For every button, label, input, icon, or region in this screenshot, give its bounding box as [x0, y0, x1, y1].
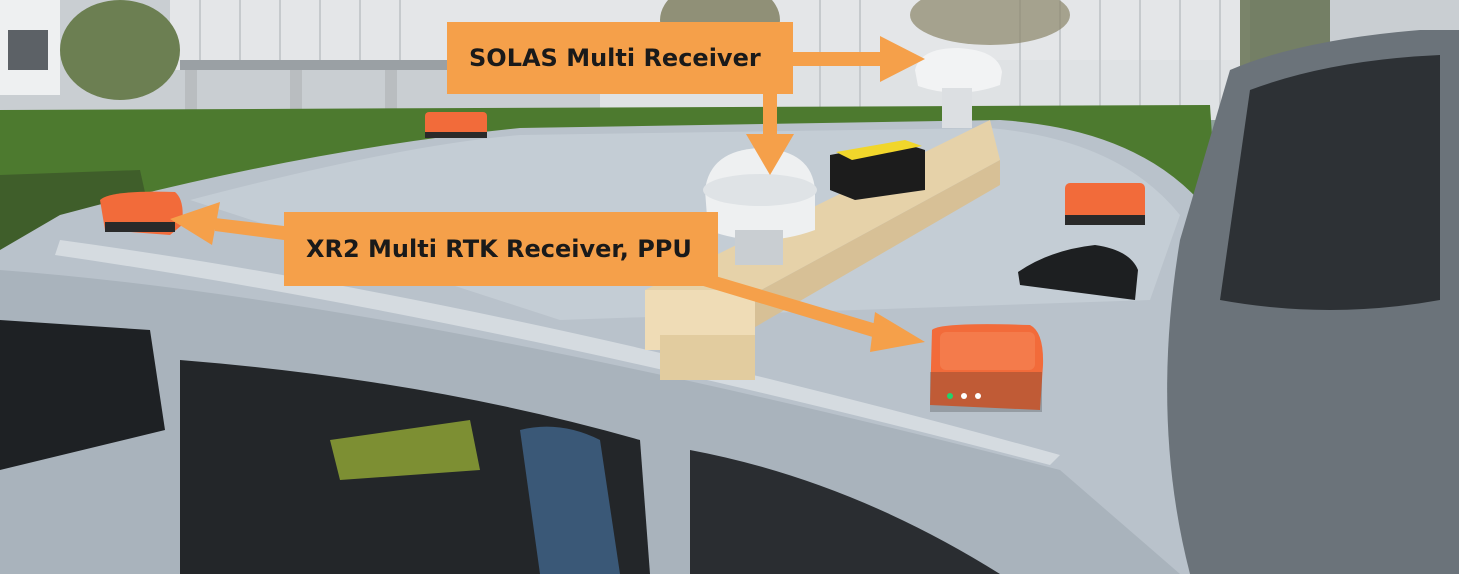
solas-receiver-label: SOLAS Multi Receiver	[447, 22, 793, 94]
xr2-receiver-left	[100, 191, 183, 235]
solas-arrow-right-head	[880, 36, 925, 82]
door-window	[1220, 55, 1440, 310]
solas-arrow-right-shaft	[793, 52, 881, 66]
xr2-arrow-right-shaft	[700, 275, 880, 338]
solas-antenna-rear	[915, 48, 1002, 128]
solas-arrow-down-shaft	[763, 94, 777, 136]
yellow-case	[830, 140, 925, 200]
xr2-arrow-left-head	[170, 202, 220, 245]
roof-rail	[55, 240, 1060, 465]
xr2-arrow-right-head	[870, 312, 925, 352]
solas-receiver-label-text: SOLAS Multi Receiver	[469, 44, 761, 72]
xr2-receiver-ppu	[930, 324, 1044, 412]
front-window	[690, 450, 1000, 574]
xr2-receiver-right	[1065, 183, 1145, 225]
passenger-jacket	[520, 426, 620, 574]
solas-antenna-front	[703, 148, 817, 265]
xr2-arrow-left-shaft	[215, 218, 284, 240]
xr2-receiver-back-left	[425, 112, 487, 138]
xr2-receiver-label: XR2 Multi RTK Receiver, PPU	[284, 212, 718, 286]
solas-arrow-down-head	[746, 134, 794, 175]
hi-vis-vest	[330, 420, 480, 480]
callout-arrows	[170, 36, 925, 352]
xr2-receiver-label-text: XR2 Multi RTK Receiver, PPU	[306, 235, 692, 263]
shark-fin-antenna	[1018, 245, 1138, 300]
rear-window	[0, 320, 165, 470]
